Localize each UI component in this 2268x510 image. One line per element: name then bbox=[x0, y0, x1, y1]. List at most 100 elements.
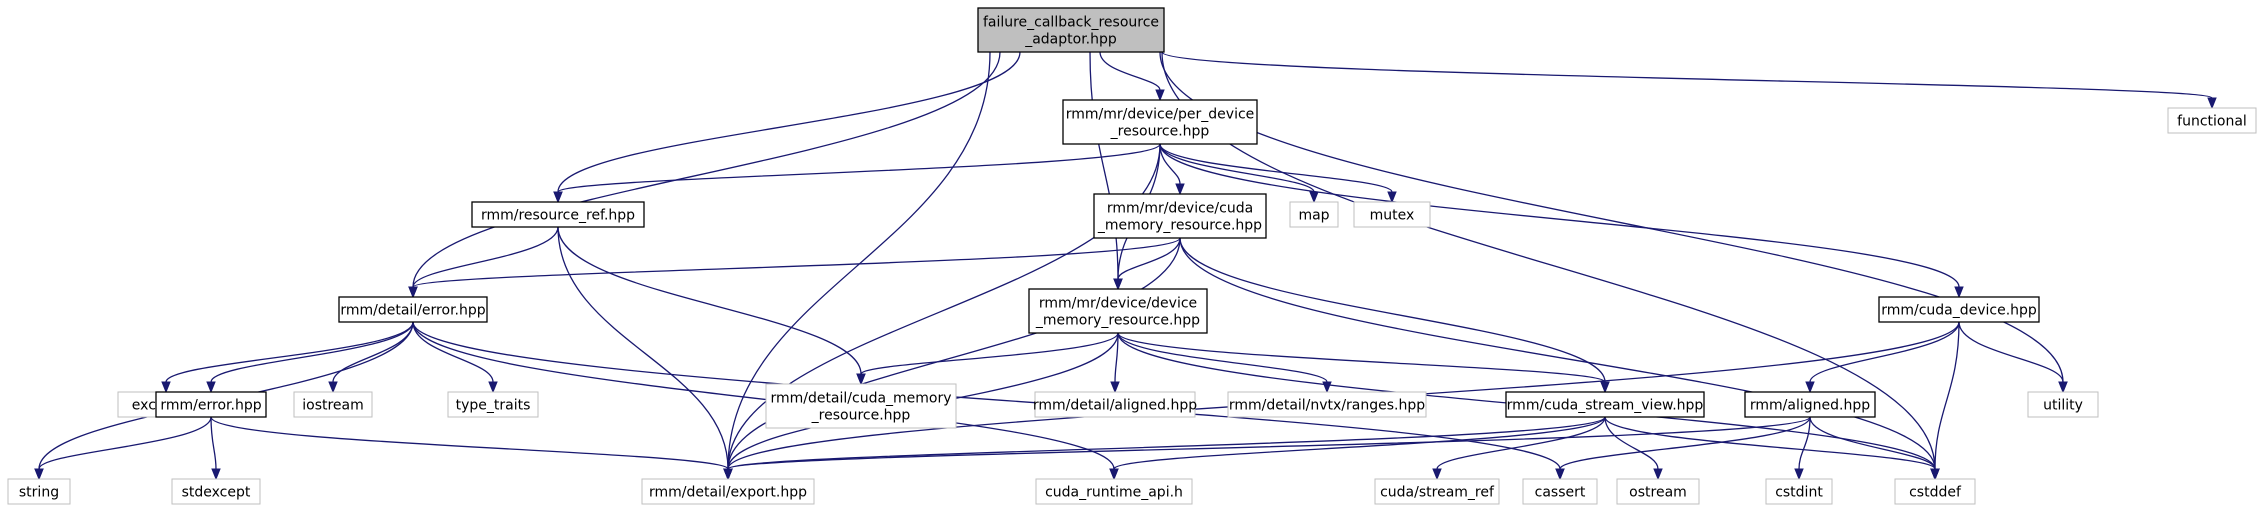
node-label: rmm/detail/nvtx/ranges.hpp bbox=[1229, 398, 1425, 414]
edge-cuda_mr-to-export bbox=[723, 237, 1181, 481]
node-label: rmm/mr/device/per_device bbox=[1066, 107, 1255, 123]
node-label: rmm/cuda_stream_view.hpp bbox=[1507, 398, 1704, 414]
edge-per_device-to-mutex bbox=[1159, 143, 1397, 204]
edge-device_mr-to-detail_aligned bbox=[1110, 332, 1120, 394]
node-detail-cuda-mr: rmm/detail/cuda_memory_resource.hpp bbox=[765, 383, 957, 429]
node-detail-aligned: rmm/detail/aligned.hpp bbox=[1033, 391, 1197, 418]
edge-root-to-detail_error bbox=[408, 51, 1001, 299]
node-label: cassert bbox=[1535, 485, 1586, 501]
edge-root-to-device_mr bbox=[1089, 51, 1123, 291]
node-label: rmm/detail/aligned.hpp bbox=[1033, 398, 1197, 414]
node-label: _memory_resource.hpp bbox=[1035, 313, 1200, 329]
node-label: rmm/mr/device/device bbox=[1039, 296, 1197, 312]
node-cuda-mr[interactable]: rmm/mr/device/cuda_memory_resource.hpp bbox=[1093, 193, 1267, 239]
node-label: rmm/error.hpp bbox=[160, 398, 261, 414]
edge-aligned-to-cassert bbox=[1555, 416, 1811, 481]
edge-layer bbox=[34, 51, 2217, 481]
edge-cuda_device-to-aligned bbox=[1805, 321, 1960, 394]
node-label: rmm/detail/export.hpp bbox=[649, 485, 807, 501]
edge-cuda_device-to-utility bbox=[1958, 321, 2068, 394]
node-label: map bbox=[1298, 208, 1329, 224]
node-label: type_traits bbox=[456, 398, 531, 414]
node-detail-error[interactable]: rmm/detail/error.hpp bbox=[338, 296, 488, 323]
node-cuda-runtime: cuda_runtime_api.h bbox=[1035, 478, 1193, 505]
node-label: ostream bbox=[1629, 485, 1687, 501]
node-label: cstdint bbox=[1775, 485, 1823, 501]
edge-rmm_error-to-export bbox=[210, 416, 733, 481]
edge-cuda_mr-to-detail_error bbox=[408, 237, 1181, 299]
node-string: string bbox=[7, 478, 71, 505]
node-ostream: ostream bbox=[1616, 478, 1700, 505]
node-type-traits: type_traits bbox=[447, 391, 539, 418]
node-stdexcept: stdexcept bbox=[171, 478, 261, 505]
edge-detail_error-to-type_traits bbox=[412, 321, 498, 394]
edge-aligned-to-cstddef bbox=[1809, 416, 1940, 481]
node-label: failure_callback_resource bbox=[983, 15, 1159, 31]
node-label: rmm/resource_ref.hpp bbox=[481, 208, 635, 224]
edge-aligned-to-export bbox=[723, 416, 1811, 481]
node-label: _memory_resource.hpp bbox=[1097, 218, 1262, 234]
node-label: _adaptor.hpp bbox=[1024, 32, 1117, 48]
node-label: functional bbox=[2177, 114, 2247, 130]
node-label: string bbox=[19, 485, 59, 501]
edge-detail_error-to-exception bbox=[161, 321, 414, 394]
edge-cuda_mr-to-stream_view bbox=[1179, 237, 1610, 394]
node-device-mr[interactable]: rmm/mr/device/device_memory_resource.hpp bbox=[1028, 288, 1208, 334]
node-label: stdexcept bbox=[182, 485, 251, 501]
node-label: mutex bbox=[1370, 208, 1415, 224]
node-root[interactable]: failure_callback_resource_adaptor.hpp bbox=[977, 7, 1165, 53]
node-cassert: cassert bbox=[1522, 478, 1598, 505]
node-iostream: iostream bbox=[293, 391, 373, 418]
edge-stream_view-to-stream_ref bbox=[1432, 416, 1606, 481]
edge-per_device-to-cuda_device bbox=[1159, 143, 1964, 299]
node-aligned[interactable]: rmm/aligned.hpp bbox=[1744, 391, 1876, 418]
node-label: rmm/mr/device/cuda bbox=[1107, 201, 1253, 217]
node-label: utility bbox=[2043, 398, 2083, 414]
edge-device_mr-to-nvtx_ranges bbox=[1117, 332, 1332, 394]
node-map: map bbox=[1289, 201, 1339, 228]
node-label: cuda_runtime_api.h bbox=[1045, 485, 1183, 501]
node-label: _resource.hpp bbox=[811, 408, 911, 424]
edge-resource_ref-to-detail_cuda_mr bbox=[557, 226, 866, 386]
node-cstdint: cstdint bbox=[1765, 478, 1833, 505]
node-label: rmm/detail/cuda_memory bbox=[770, 391, 951, 407]
node-label: iostream bbox=[302, 398, 364, 414]
edge-root-to-functional bbox=[1161, 51, 2217, 110]
edge-cuda_mr-to-device_mr bbox=[1113, 237, 1181, 291]
node-label: rmm/cuda_device.hpp bbox=[1881, 303, 2037, 319]
node-label: cstddef bbox=[1909, 485, 1962, 501]
node-label: cuda/stream_ref bbox=[1380, 485, 1495, 501]
edge-per_device-to-map bbox=[1159, 143, 1319, 204]
edge-stream_view-to-ostream bbox=[1604, 416, 1663, 481]
node-per-device[interactable]: rmm/mr/device/per_device_resource.hpp bbox=[1062, 99, 1258, 145]
node-label: rmm/aligned.hpp bbox=[1750, 398, 1870, 414]
node-cstddef: cstddef bbox=[1894, 478, 1976, 505]
node-nvtx-ranges: rmm/detail/nvtx/ranges.hpp bbox=[1227, 391, 1427, 418]
edge-resource_ref-to-detail_error bbox=[408, 226, 559, 299]
node-cuda-device[interactable]: rmm/cuda_device.hpp bbox=[1878, 296, 2040, 323]
node-rmm-error[interactable]: rmm/error.hpp bbox=[155, 391, 267, 418]
node-stream-view[interactable]: rmm/cuda_stream_view.hpp bbox=[1505, 391, 1705, 418]
node-layer: failure_callback_resource_adaptor.hppfun… bbox=[7, 7, 2257, 505]
node-label: rmm/detail/error.hpp bbox=[340, 303, 485, 319]
edge-detail_error-to-rmm_error bbox=[206, 321, 414, 394]
node-label: _resource.hpp bbox=[1110, 124, 1210, 140]
node-export: rmm/detail/export.hpp bbox=[641, 478, 815, 505]
edge-aligned-to-cstdint bbox=[1794, 416, 1811, 481]
edge-resource_ref-to-export bbox=[557, 226, 733, 481]
node-functional: functional bbox=[2167, 107, 2257, 134]
edge-detail_error-to-iostream bbox=[328, 321, 414, 394]
edge-root-to-per_device bbox=[1099, 51, 1165, 102]
edge-root-to-resource_ref bbox=[553, 51, 1021, 204]
node-resource-ref[interactable]: rmm/resource_ref.hpp bbox=[471, 201, 645, 228]
edge-device_mr-to-stream_view bbox=[1117, 332, 1610, 394]
edge-per_device-to-resource_ref bbox=[553, 143, 1161, 204]
edge-device_mr-to-detail_cuda_mr bbox=[856, 332, 1119, 386]
edge-per_device-to-cuda_mr bbox=[1159, 143, 1185, 196]
node-mutex: mutex bbox=[1353, 201, 1431, 228]
edge-rmm_error-to-stdexcept bbox=[210, 416, 221, 481]
edge-rmm_error-to-string bbox=[34, 416, 212, 481]
node-stream-ref: cuda/stream_ref bbox=[1374, 478, 1500, 505]
edge-cuda_device-to-cstddef bbox=[1930, 321, 1960, 481]
